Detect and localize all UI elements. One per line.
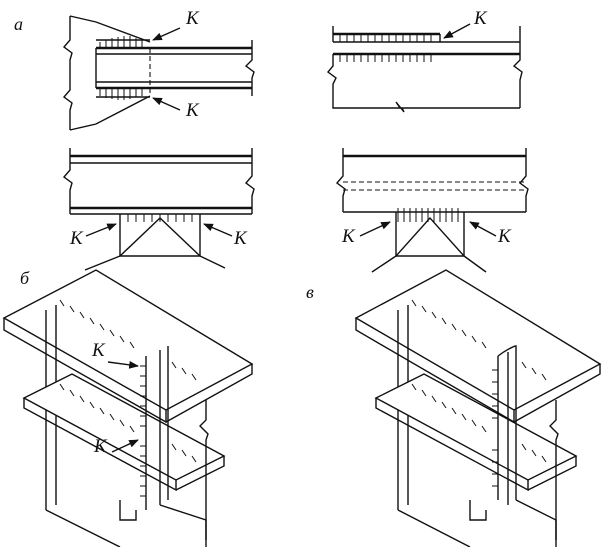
detail-v-isometric [354,269,602,547]
callout-k-iso-lower: К [93,436,108,457]
callout-k-top-left-lower: К [185,100,200,121]
callout-k-middle-left-a: К [69,228,84,249]
detail-a-top-left [62,15,255,131]
weld-marks-lower [96,88,150,100]
detail-a-middle-right [335,148,529,273]
callout-k-middle-right-a: К [341,226,356,247]
callout-k-middle-left-b: К [233,228,248,249]
callout-k-top-left-upper: К [185,8,200,29]
callout-k-middle-right-b: К [497,226,512,247]
panel-label-b: б [20,268,30,288]
panel-label-v: в [306,282,314,302]
callout-k-top-right: К [473,8,488,29]
weld-marks-upper [96,36,150,48]
detail-a-middle-left [62,148,255,271]
detail-a-top-right [326,23,523,113]
detail-b-isometric [2,269,254,547]
weld-marks-top-right [339,34,432,62]
panel-label-a: а [14,14,23,34]
callout-k-iso-upper: К [91,340,106,361]
